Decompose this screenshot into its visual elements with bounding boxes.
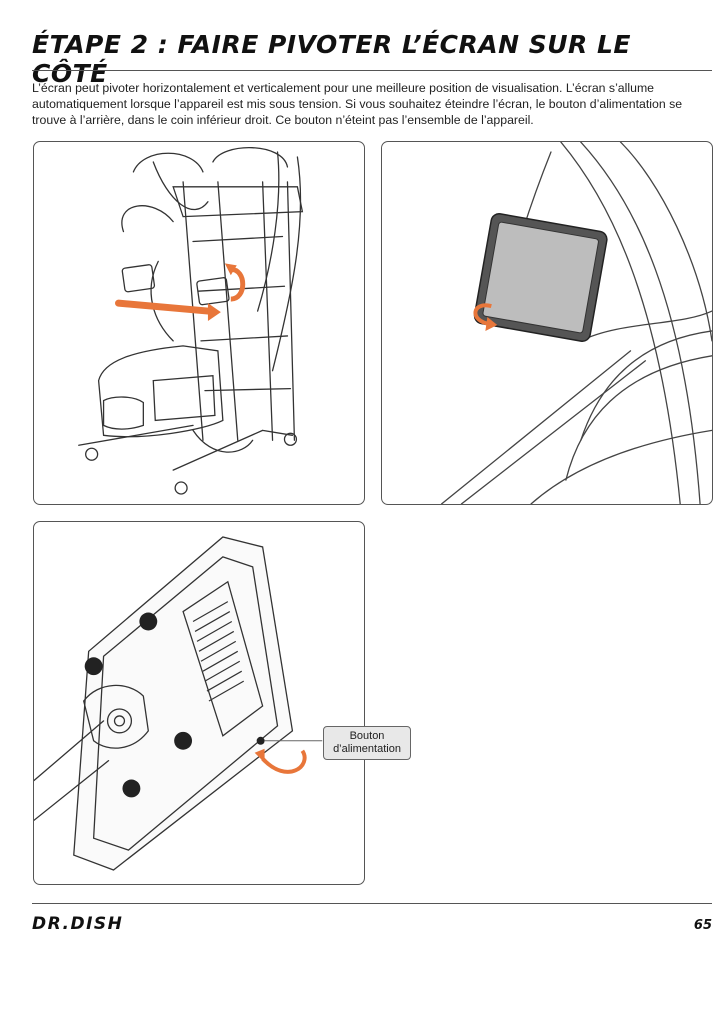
screen-closeup-illustration — [440, 142, 712, 504]
figure-machine-overview — [33, 141, 365, 505]
power-button-callout: Bouton d’alimentation — [323, 726, 411, 760]
brand-logo: DR.DISH — [32, 914, 124, 934]
screen-back-illustration — [34, 536, 323, 871]
footer-divider — [32, 903, 712, 904]
header-divider — [32, 70, 712, 71]
page-title: ÉTAPE 2 : FAIRE PIVOTER L’ÉCRAN SUR LE C… — [32, 30, 631, 88]
page-number: 65 — [693, 918, 712, 933]
figure-screen-rotated — [381, 141, 713, 505]
machine-illustration — [78, 147, 304, 495]
intro-paragraph: L’écran peut pivoter horizontalement et … — [32, 81, 683, 127]
figure-screen-back — [33, 521, 365, 885]
